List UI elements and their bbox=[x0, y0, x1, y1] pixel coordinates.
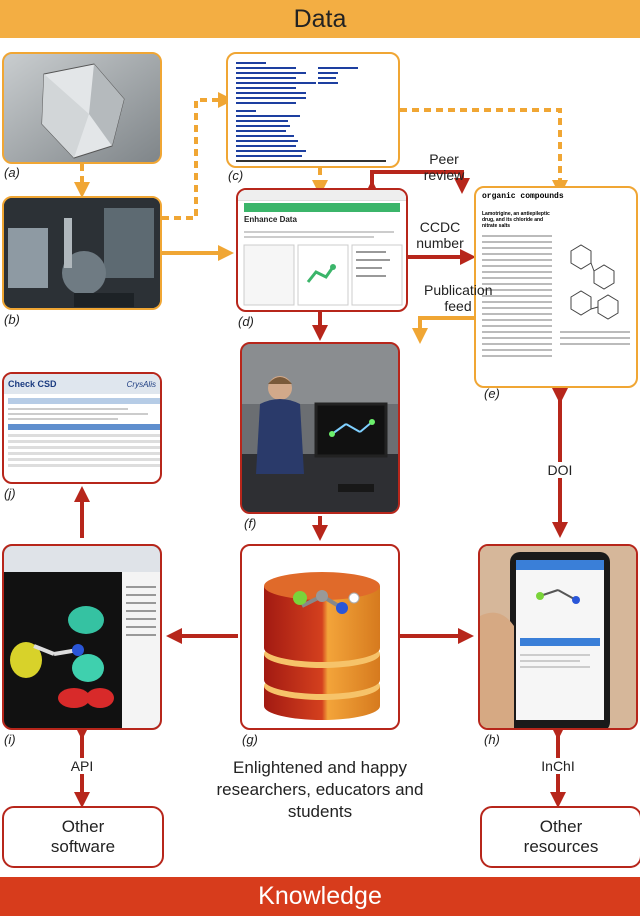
panel-b-diffractometer-image bbox=[2, 196, 162, 310]
article-title: Lamotrigine, an antiepileptic drug, and … bbox=[482, 211, 550, 229]
panel-b-label: (b) bbox=[4, 312, 20, 327]
other-software-box: Other software bbox=[2, 806, 164, 868]
inchi-label: InChI bbox=[536, 758, 580, 774]
panel-h-mobile-app bbox=[478, 544, 638, 730]
panel-f-researcher-image bbox=[240, 342, 400, 514]
crystal-icon bbox=[4, 54, 160, 162]
arrow-peer-review bbox=[364, 170, 470, 196]
enhance-data-title: Enhance Data bbox=[244, 215, 297, 224]
smartphone-icon bbox=[480, 546, 636, 728]
check-csd-header: Check CSD CrysAlis bbox=[4, 374, 160, 394]
publication-feed-label: Publication feed bbox=[424, 282, 493, 314]
arrow-c-e bbox=[400, 108, 568, 196]
panel-f-label: (f) bbox=[244, 516, 257, 531]
researchers-caption: Enlightened and happy researchers, educa… bbox=[216, 758, 424, 821]
other-resources-label: Other resources bbox=[523, 817, 599, 856]
panel-j-check-csd: Check CSD CrysAlis bbox=[2, 372, 162, 484]
browser-bar bbox=[238, 190, 406, 201]
progress-steps bbox=[244, 203, 400, 212]
crysalis-logo: CrysAlis bbox=[126, 379, 156, 389]
article-heading: organic compounds bbox=[482, 192, 564, 201]
panel-e-journal-article: organic compounds Lamotrigine, an antiep… bbox=[474, 186, 638, 388]
knowledge-banner: Knowledge bbox=[0, 877, 640, 916]
other-software-label: Other software bbox=[50, 817, 116, 856]
panel-i-visualisation-software bbox=[2, 544, 162, 730]
panel-a-label: (a) bbox=[4, 165, 20, 180]
cif-text-lines bbox=[236, 62, 386, 162]
panel-i-label: (i) bbox=[4, 732, 16, 747]
database-cylinder-icon bbox=[264, 572, 380, 720]
diffractometer-icon bbox=[4, 198, 160, 308]
panel-g-database bbox=[240, 544, 400, 730]
panel-e-label: (e) bbox=[484, 386, 500, 401]
panel-c-label: (c) bbox=[228, 168, 244, 183]
doi-label: DOI bbox=[543, 462, 577, 478]
panel-d-deposition-page: Enhance Data bbox=[236, 188, 408, 312]
arrow-publication-feed bbox=[412, 316, 474, 344]
ccdc-number-label: CCDC number bbox=[416, 219, 464, 251]
panel-a-crystal-image bbox=[2, 52, 162, 164]
form-content bbox=[243, 231, 403, 306]
data-banner-title: Data bbox=[293, 4, 347, 33]
molecule-visualisation bbox=[4, 546, 160, 728]
panel-h-label: (h) bbox=[484, 732, 500, 747]
knowledge-banner-title: Knowledge bbox=[258, 882, 382, 910]
peer-review-label: Peer review bbox=[423, 151, 465, 183]
check-csd-title: Check CSD bbox=[8, 379, 57, 389]
panel-g-label: (g) bbox=[242, 732, 258, 747]
check-csd-table bbox=[8, 398, 160, 467]
panel-c-cif-file bbox=[226, 52, 400, 168]
panel-j-label: (j) bbox=[4, 486, 16, 501]
data-banner: Data bbox=[0, 0, 640, 38]
other-resources-box: Other resources bbox=[480, 806, 640, 868]
api-label: API bbox=[66, 758, 98, 774]
panel-d-label: (d) bbox=[238, 314, 254, 329]
article-body bbox=[482, 235, 630, 357]
researcher-at-computer bbox=[242, 344, 398, 512]
arrow-b-c bbox=[162, 92, 234, 220]
